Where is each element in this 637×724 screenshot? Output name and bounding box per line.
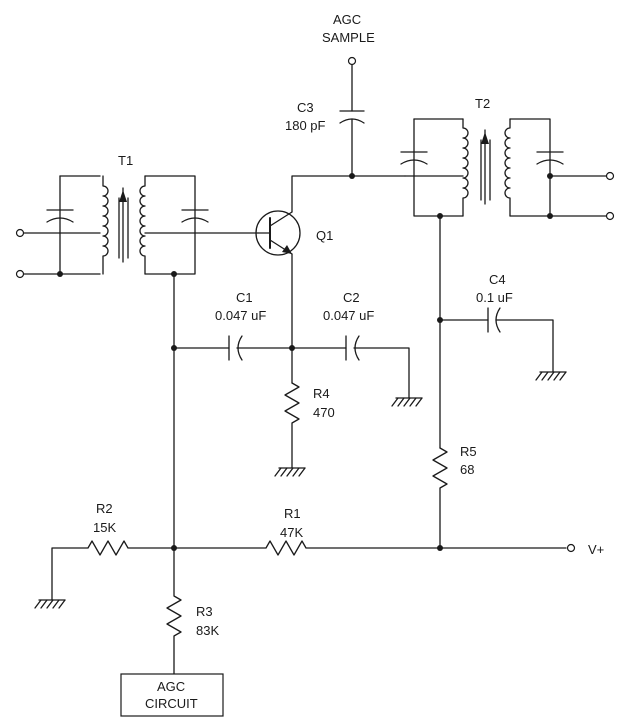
r2-label: R2: [96, 501, 113, 516]
transformer-t1: T1: [15, 153, 259, 279]
c2-value: 0.047 uF: [323, 308, 374, 323]
c2-label: C2: [343, 290, 360, 305]
output-terminal-bottom[interactable]: [605, 211, 615, 221]
resistor-r5: R5 68: [432, 444, 477, 549]
agc-circuit-block: AGC CIRCUIT: [120, 673, 224, 717]
junction-dot: [547, 173, 553, 179]
ground-symbol: [274, 467, 306, 477]
agc-circuit-label-line1: AGC: [157, 679, 185, 694]
c4-label: C4: [489, 272, 506, 287]
c3-value: 180 pF: [285, 118, 326, 133]
output-terminal-top[interactable]: [605, 171, 615, 181]
input-terminal-top[interactable]: [15, 228, 25, 238]
r5-label: R5: [460, 444, 477, 459]
vplus-label: V+: [588, 542, 604, 557]
vplus-terminal[interactable]: [566, 543, 576, 553]
junction-dot: [547, 213, 553, 219]
t2-secondary-capacitor: [536, 151, 564, 165]
t2-primary-capacitor: [400, 151, 428, 165]
r3-label: R3: [196, 604, 213, 619]
resistor-r4: R4 470: [284, 382, 335, 469]
resistor-r1: R1 47K: [173, 506, 567, 556]
r1-label: R1: [284, 506, 301, 521]
capacitor-c4: C4 0.1 uF: [439, 272, 554, 373]
resistor-r3: R3 83K: [166, 547, 219, 675]
c1-label: C1: [236, 290, 253, 305]
r1-value: 47K: [280, 525, 303, 540]
ground-symbol: [391, 397, 423, 407]
agc-sample-label-line1: AGC: [333, 12, 361, 27]
input-terminal-bottom[interactable]: [15, 269, 25, 279]
transistor-q1: Q1: [255, 210, 333, 256]
agc-sample-output: AGC SAMPLE C3 180 pF: [285, 12, 375, 177]
r3-value: 83K: [196, 623, 219, 638]
junction-dot: [57, 271, 63, 277]
t1-primary-capacitor: [46, 209, 74, 223]
ground-symbol: [535, 371, 567, 381]
agc-circuit-label-line2: CIRCUIT: [145, 696, 198, 711]
c4-value: 0.1 uF: [476, 290, 513, 305]
transformer-t2: T2: [400, 96, 615, 221]
t2-label: T2: [475, 96, 490, 111]
capacitor-c2: C2 0.047 uF: [291, 290, 410, 399]
r2-value: 15K: [93, 520, 116, 535]
ground-symbol: [34, 599, 66, 609]
c3-label: C3: [297, 100, 314, 115]
r4-value: 470: [313, 405, 335, 420]
junction-dot: [349, 173, 355, 179]
agc-sample-label-line2: SAMPLE: [322, 30, 375, 45]
r5-value: 68: [460, 462, 474, 477]
agc-sample-terminal[interactable]: [347, 56, 357, 66]
r4-label: R4: [313, 386, 330, 401]
t1-secondary-capacitor: [181, 209, 209, 223]
t1-label: T1: [118, 153, 133, 168]
q1-label: Q1: [316, 228, 333, 243]
capacitor-c1: C1 0.047 uF: [173, 290, 293, 361]
resistor-r2: R2 15K: [51, 501, 175, 601]
c1-value: 0.047 uF: [215, 308, 266, 323]
